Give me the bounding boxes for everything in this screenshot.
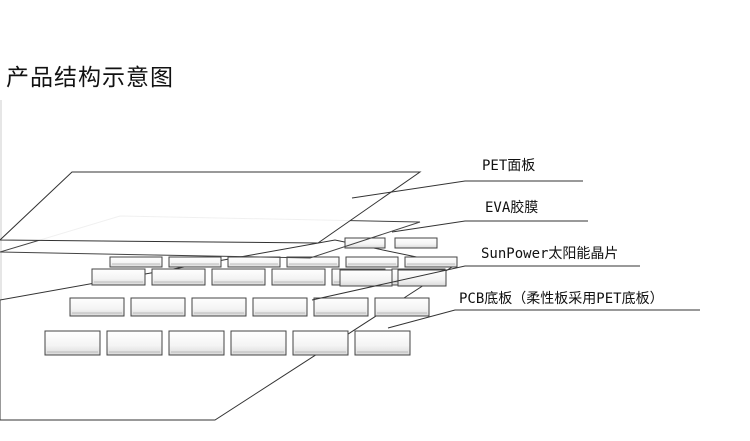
solar-cell — [355, 331, 410, 355]
solar-cell — [110, 257, 162, 267]
solar-cell — [346, 257, 398, 267]
pet-layer — [0, 172, 420, 243]
solar-cell — [287, 257, 339, 267]
solar-cell — [212, 269, 265, 285]
solar-cell — [231, 331, 286, 355]
label-pet-panel: PET面板 — [482, 158, 535, 174]
solar-cell — [395, 238, 437, 248]
solar-cell — [169, 257, 221, 267]
leader-line-eva — [392, 221, 588, 232]
solar-cell — [293, 331, 348, 355]
label-pcb-base: PCB底板（柔性板采用PET底板） — [459, 291, 664, 307]
solar-cell — [405, 257, 457, 267]
label-eva-film: EVA胶膜 — [485, 199, 538, 216]
solar-cell — [45, 331, 100, 355]
solar-cell — [228, 257, 280, 267]
solar-cell — [398, 270, 446, 286]
solar-cell — [92, 269, 145, 285]
leader-line-pcb — [388, 310, 700, 328]
solar-cell — [152, 269, 205, 285]
solar-cell — [107, 331, 162, 355]
solar-cell — [272, 269, 325, 285]
label-solar-cells: SunPower太阳能晶片 — [481, 246, 618, 262]
solar-cell — [169, 331, 224, 355]
